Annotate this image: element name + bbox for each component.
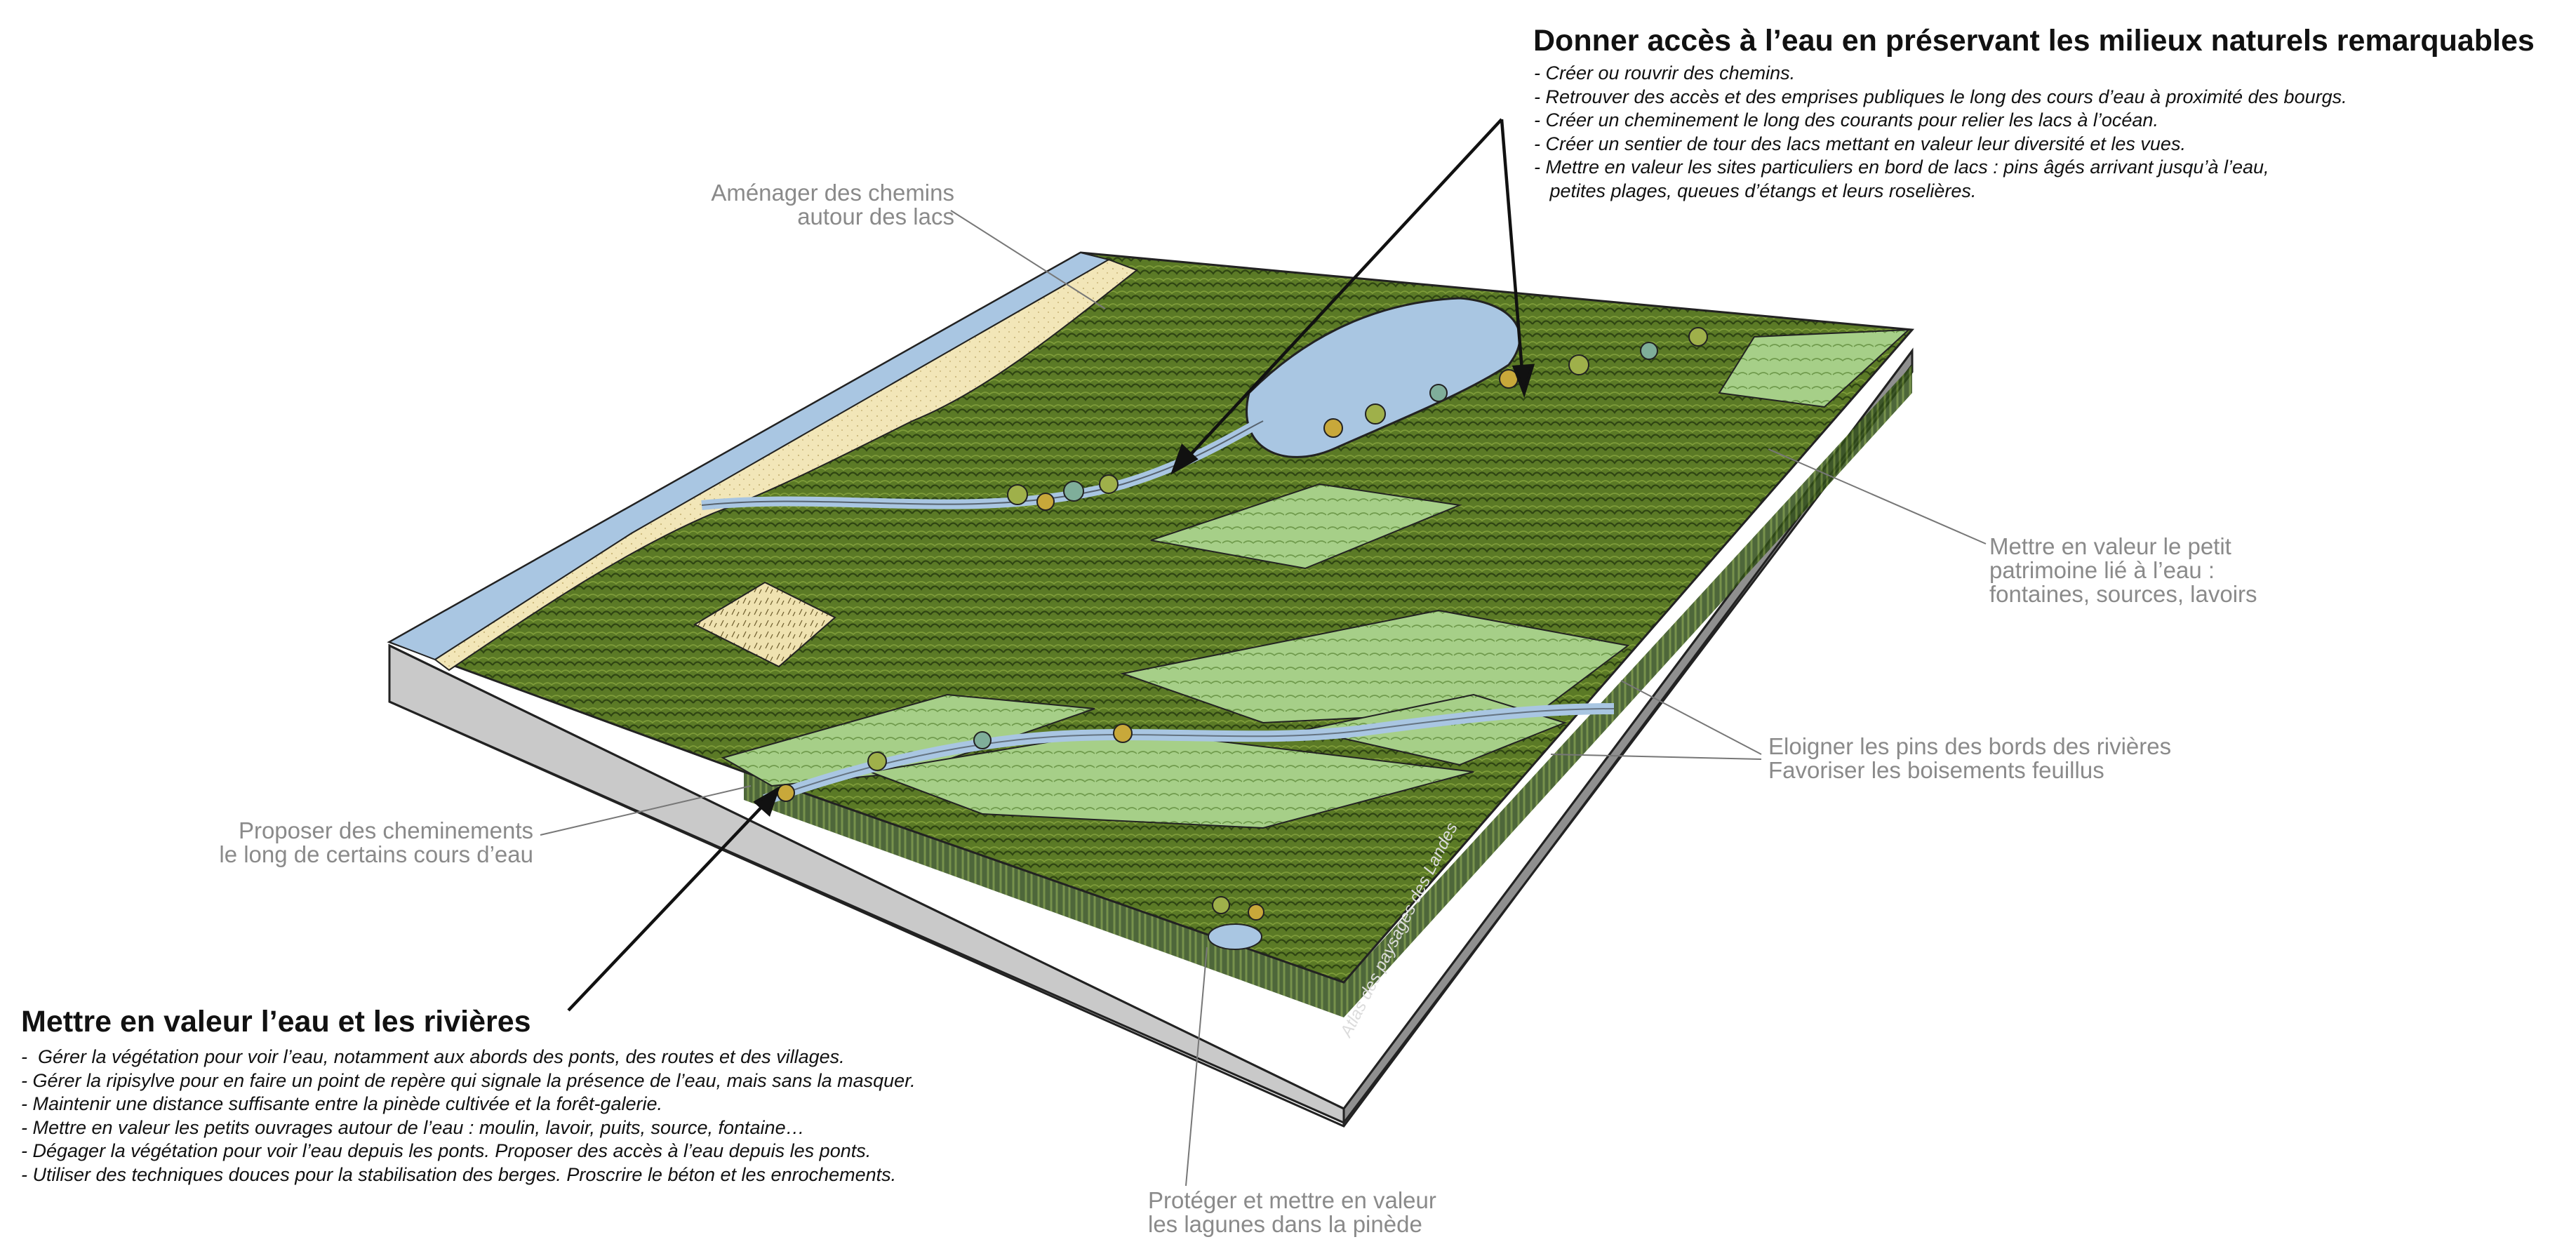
callout-cheminements: Proposer des cheminements le long de cer…	[219, 817, 533, 867]
bottom-block-item: - Mettre en valeur les petits ouvrages a…	[21, 1116, 805, 1138]
callout-pins: Eloigner les pins des bords des rivières…	[1768, 733, 2172, 783]
callout-lagunes: Protéger et mettre en valeur les lagunes…	[1148, 1187, 1436, 1237]
top-block-item: - Créer ou rouvrir des chemins.	[1534, 62, 1796, 83]
bottom-block-item: - Gérer la végétation pour voir l’eau, n…	[21, 1046, 845, 1067]
top-block-item: - Créer un sentier de tour des lacs mett…	[1534, 133, 2186, 154]
riparian-trees	[777, 327, 1708, 921]
bottom-block-item: - Utiliser des techniques douces pour la…	[21, 1163, 897, 1185]
bottom-block-item: - Dégager la végétation pour voir l’eau …	[21, 1140, 872, 1161]
top-block-item: petites plages, queues d’étangs et leurs…	[1534, 180, 1977, 201]
top-block-list: - Créer ou rouvrir des chemins. - Retrou…	[1534, 62, 2347, 203]
bottom-block-item: - Maintenir une distance suffisante entr…	[21, 1093, 663, 1114]
top-block-item: - Retrouver des accès et des emprises pu…	[1534, 86, 2347, 107]
callout-patrimoine: Mettre en valeur le petit patrimoine lié…	[1989, 533, 2257, 607]
bottom-block-list: - Gérer la végétation pour voir l’eau, n…	[21, 1045, 916, 1187]
beach-dune	[434, 258, 1139, 672]
callout-chemins: Aménager des chemins autour des lacs	[711, 180, 954, 229]
clearing	[693, 581, 836, 668]
bottom-block-item: - Gérer la ripisylve pour en faire un po…	[21, 1069, 916, 1091]
top-block-title: Donner accès à l’eau en préservant les m…	[1533, 24, 2535, 58]
top-block-item: - Mettre en valeur les sites particulier…	[1534, 156, 2269, 178]
lake	[1246, 297, 1521, 458]
callout-leaders	[540, 210, 1987, 1187]
emphasis-arrows	[567, 118, 1535, 1012]
lagoon	[1208, 923, 1262, 950]
top-block-item: - Créer un cheminement le long des coura…	[1534, 109, 2158, 131]
bottom-block-title: Mettre en valeur l’eau et les rivières	[21, 1005, 531, 1038]
